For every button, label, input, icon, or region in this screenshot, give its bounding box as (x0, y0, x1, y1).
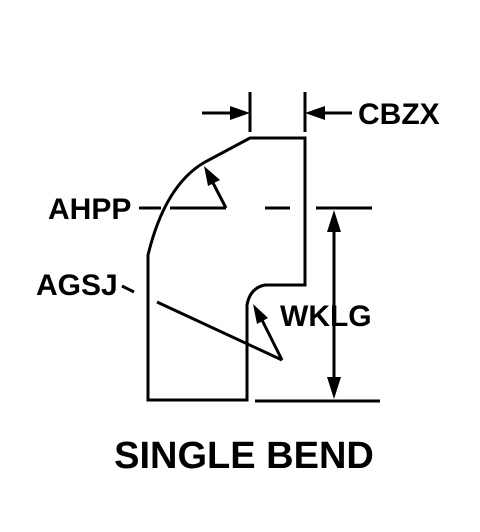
ahpp-arrow-head (204, 166, 220, 186)
ahpp-label: AHPP (48, 193, 131, 226)
diagram-caption: SINGLE BEND (114, 435, 374, 477)
cbzx-label: CBZX (358, 98, 440, 131)
agsj-leader-short (260, 319, 284, 361)
wklg-arrow-down-head (327, 377, 341, 399)
agsj-label: AGSJ (36, 269, 118, 302)
wklg-label: WKLG (280, 300, 372, 333)
cbzx-arrow-left-head (230, 106, 250, 120)
cbzx-arrow-right-head (305, 106, 325, 120)
agsj-leader-long (156, 300, 283, 362)
agsj-leader-dash (121, 284, 135, 294)
ahpp-leader-diagonal (210, 180, 228, 209)
wklg-arrow-up-head (327, 210, 341, 232)
agsj-arrow-head (253, 304, 268, 324)
bend-outline (146, 136, 307, 402)
